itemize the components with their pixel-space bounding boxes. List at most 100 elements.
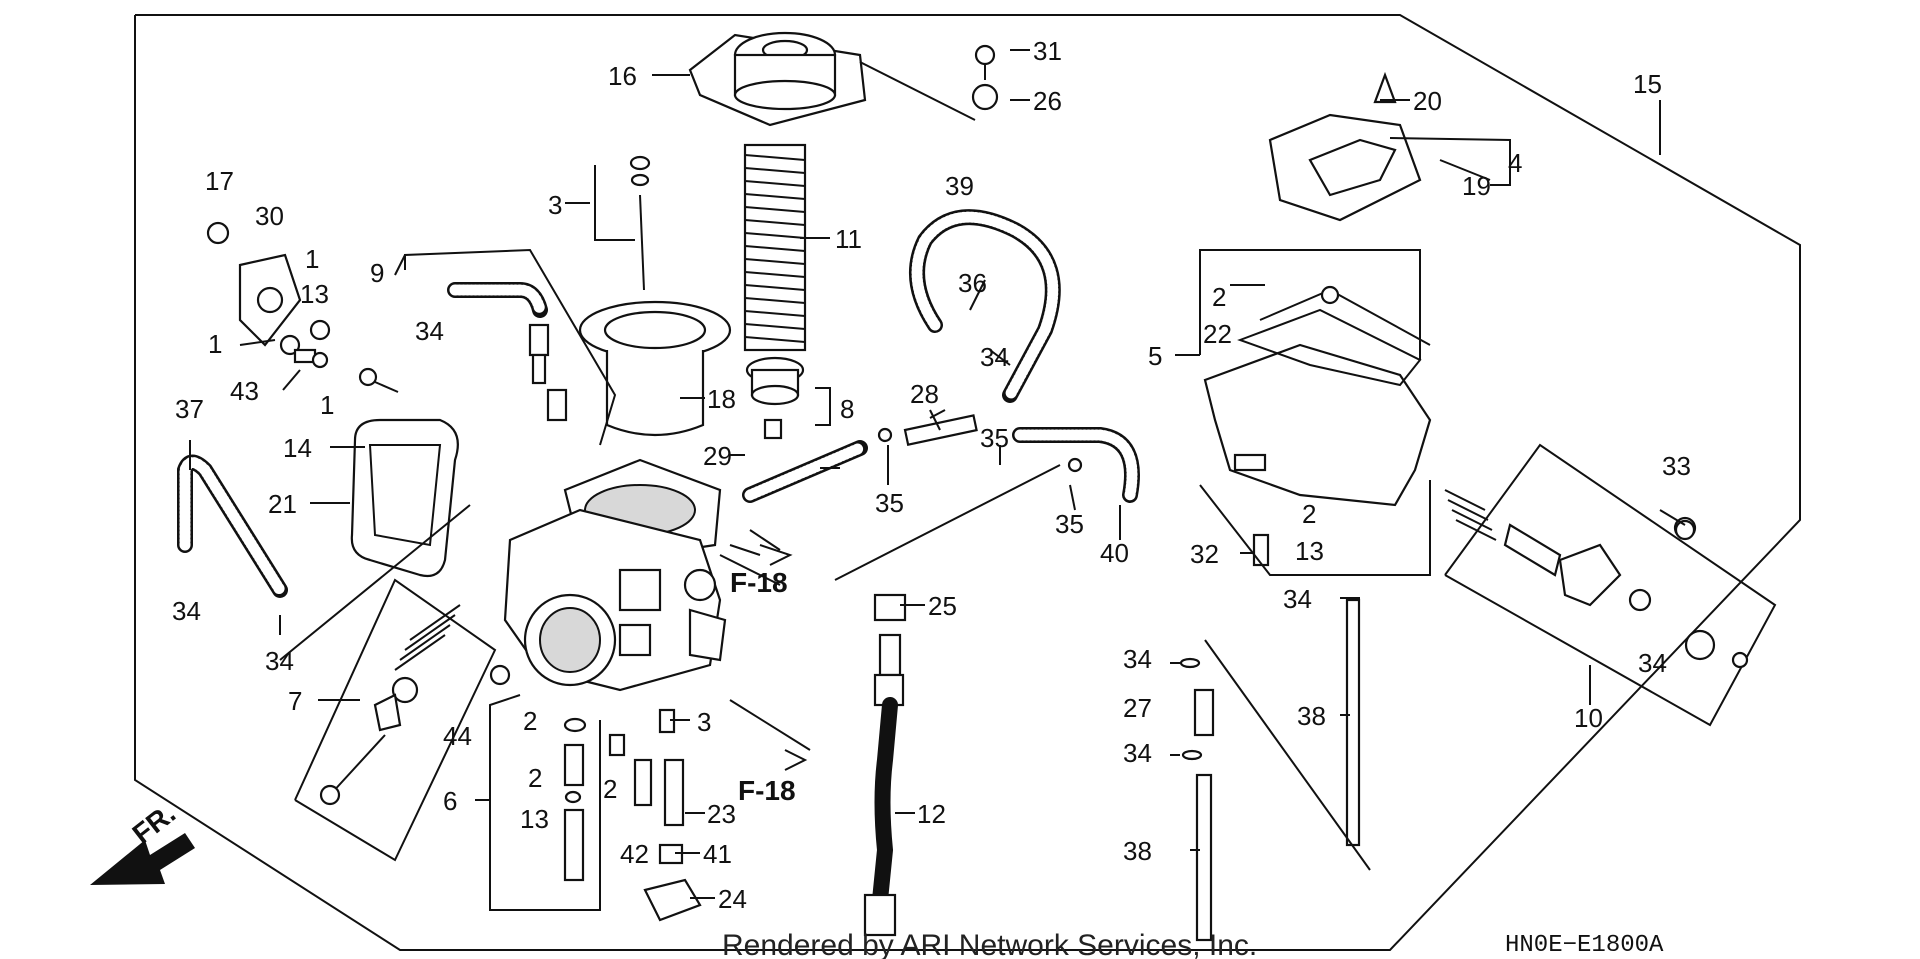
- callout-27: 27: [1123, 693, 1152, 723]
- pump-cover-part: [350, 418, 459, 578]
- callout-8: 8: [840, 394, 854, 424]
- callout-34-g: 34: [1123, 738, 1152, 768]
- callout-39: 39: [945, 171, 974, 201]
- callout-7: 7: [288, 686, 302, 716]
- sensor-wire-part: [863, 593, 907, 937]
- group-10-outline: [1444, 443, 1777, 727]
- group-9-outline: [404, 248, 617, 446]
- callout-19: 19: [1462, 171, 1491, 201]
- callout-34-f: 34: [1123, 644, 1152, 674]
- float-part: [1268, 71, 1491, 222]
- callout-38-b: 38: [1123, 836, 1152, 866]
- callout-33: 33: [1662, 451, 1691, 481]
- ref-f18-b: F-18: [738, 775, 796, 806]
- callout-16: 16: [608, 61, 637, 91]
- callout-15: 15: [1633, 69, 1662, 99]
- callout-34-a: 34: [415, 316, 444, 346]
- callout-36: 36: [958, 268, 987, 298]
- callout-2-c: 2: [523, 706, 537, 736]
- callout-38-a: 38: [1297, 701, 1326, 731]
- callout-1-c: 1: [320, 390, 334, 420]
- drain-tubes-38: [1179, 598, 1371, 942]
- callout-20: 20: [1413, 86, 1442, 116]
- callout-10: 10: [1574, 703, 1603, 733]
- callout-31: 31: [1033, 36, 1062, 66]
- callout-4: 4: [1508, 148, 1522, 178]
- callout-2-b: 2: [1302, 499, 1316, 529]
- screw-33: [1674, 519, 1696, 541]
- callout-35-b: 35: [980, 423, 1009, 453]
- leader-lines: [189, 49, 1686, 899]
- callout-34-b: 34: [980, 342, 1009, 372]
- footer-credit: Rendered by ARI Network Services, Inc.: [722, 929, 1257, 959]
- drawing-code: HN0E−E1800A: [1505, 932, 1664, 959]
- callout-29: 29: [703, 441, 732, 471]
- callout-9: 9: [370, 258, 384, 288]
- jets-part: [608, 708, 702, 922]
- callout-2-e: 2: [603, 774, 617, 804]
- callout-1-a: 1: [305, 244, 319, 274]
- carburetor-body-part: [503, 458, 727, 692]
- choke-assembly-part: [206, 221, 331, 369]
- jet-needle-part: [629, 155, 651, 291]
- diaphragm-piston-part: [578, 300, 732, 437]
- callout-34-e: 34: [1283, 584, 1312, 614]
- callout-24: 24: [718, 884, 747, 914]
- callout-35-a: 35: [875, 488, 904, 518]
- callout-14: 14: [283, 433, 312, 463]
- f18-arrows: [729, 544, 808, 771]
- part-drawings: FR.: [90, 31, 1777, 942]
- callout-42: 42: [620, 839, 649, 869]
- diagram-frame: [134, 14, 1801, 951]
- vent-hose-37: [177, 454, 288, 598]
- callout-2-a: 2: [1212, 282, 1226, 312]
- callout-1-b: 1: [208, 329, 222, 359]
- callout-13-c: 13: [520, 804, 549, 834]
- hoses-28-29-part: [742, 414, 978, 503]
- air-screw-part: [358, 367, 399, 393]
- callout-35-c: 35: [1055, 509, 1084, 539]
- callout-11: 11: [835, 224, 862, 254]
- callout-34-c: 34: [172, 596, 201, 626]
- callout-28: 28: [910, 379, 939, 409]
- callout-40: 40: [1100, 538, 1129, 568]
- top-cover-part: [688, 31, 867, 127]
- callout-41: 41: [703, 839, 732, 869]
- ref-f18-a: F-18: [730, 567, 788, 598]
- callout-12: 12: [917, 799, 946, 829]
- callout-6: 6: [443, 786, 457, 816]
- callout-34-d: 34: [265, 646, 294, 676]
- float-chamber-part: [1203, 285, 1432, 507]
- callout-34-h: 34: [1638, 648, 1667, 678]
- callout-13-a: 13: [300, 279, 329, 309]
- callout-43: 43: [230, 376, 259, 406]
- callout-3-a: 3: [548, 190, 562, 220]
- hose-40: [1012, 427, 1140, 503]
- callout-13-b: 13: [1295, 536, 1324, 566]
- spring-part: [743, 143, 807, 352]
- callout-25: 25: [928, 591, 957, 621]
- callout-26: 26: [1033, 86, 1062, 116]
- group-6-outline: [489, 694, 601, 911]
- callout-18: 18: [707, 384, 736, 414]
- group-7-outline: [294, 578, 497, 862]
- callout-30: 30: [255, 201, 284, 231]
- callout-32: 32: [1190, 539, 1219, 569]
- needle-holder-part: [745, 356, 805, 440]
- hose-39: [909, 209, 1061, 403]
- callout-21: 21: [268, 489, 297, 519]
- front-direction-arrow: FR.: [90, 798, 195, 885]
- callout-3-b: 3: [697, 707, 711, 737]
- callout-2-d: 2: [528, 763, 542, 793]
- screw-32: [1252, 533, 1270, 567]
- callout-44: 44: [443, 721, 472, 751]
- callout-22: 22: [1203, 319, 1232, 349]
- callout-17: 17: [205, 166, 234, 196]
- callout-5: 5: [1148, 341, 1162, 371]
- callout-37: 37: [175, 394, 204, 424]
- screw-clip-31-26: [859, 44, 999, 121]
- callout-labels: 1 1 1 2 2 2 2 2 3 3 4 5 6 7 8 9 10 11 12…: [172, 36, 1691, 914]
- screw-44: [489, 664, 511, 686]
- callout-23: 23: [707, 799, 736, 829]
